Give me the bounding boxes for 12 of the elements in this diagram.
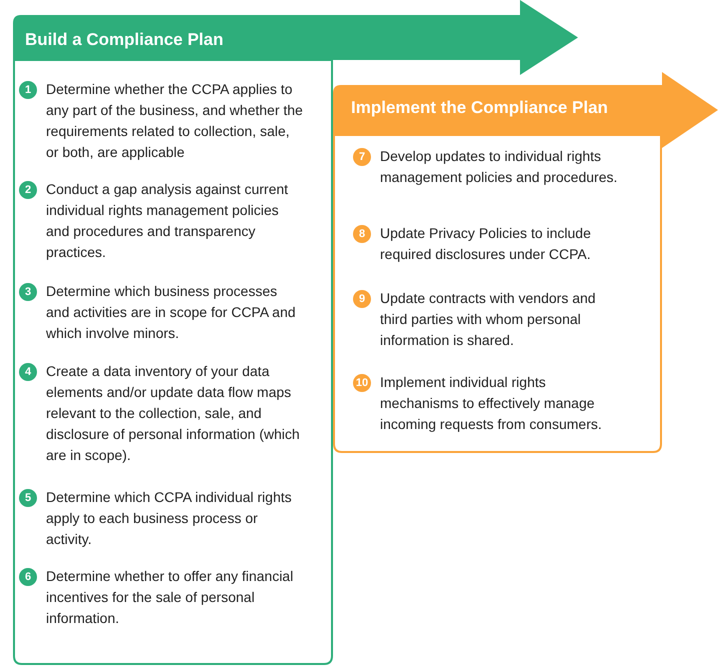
banner-heading: Build a Compliance Plan: [25, 30, 224, 50]
step-text: Update contracts with vendors and third parties with whom personal information is shared.: [380, 289, 597, 350]
step-text: Determine which business processes and activities are in scope for CCPA and which involve minors.: [46, 282, 297, 343]
step-text: Determine whether the CCPA applies to any part of the business, and whether the requirements related to collection, sale, or both, are applicable: [46, 80, 304, 162]
step-text: Determine whether to offer any financial incentives for the sale of personal information.: [46, 567, 294, 628]
step-text: Create a data inventory of your data elements and/or update data flow maps relevant to the collection, sale, and disclosure of personal information (which are in scope).: [46, 362, 301, 465]
step-text: Develop updates to individual rights management policies and procedures.: [380, 147, 618, 187]
step-text: Determine which CCPA individual rights apply to each business process or activity.: [46, 488, 293, 549]
banner-heading: Implement the Compliance Plan: [351, 98, 608, 118]
step-text: Update Privacy Policies to include required disclosures under CCPA.: [380, 224, 592, 264]
step-text: Implement individual rights mechanisms to effectively manage incoming requests from consumers.: [380, 373, 603, 434]
step-text: Conduct a gap analysis against current individual rights management policies and procedures and transparency practices.: [46, 180, 290, 262]
